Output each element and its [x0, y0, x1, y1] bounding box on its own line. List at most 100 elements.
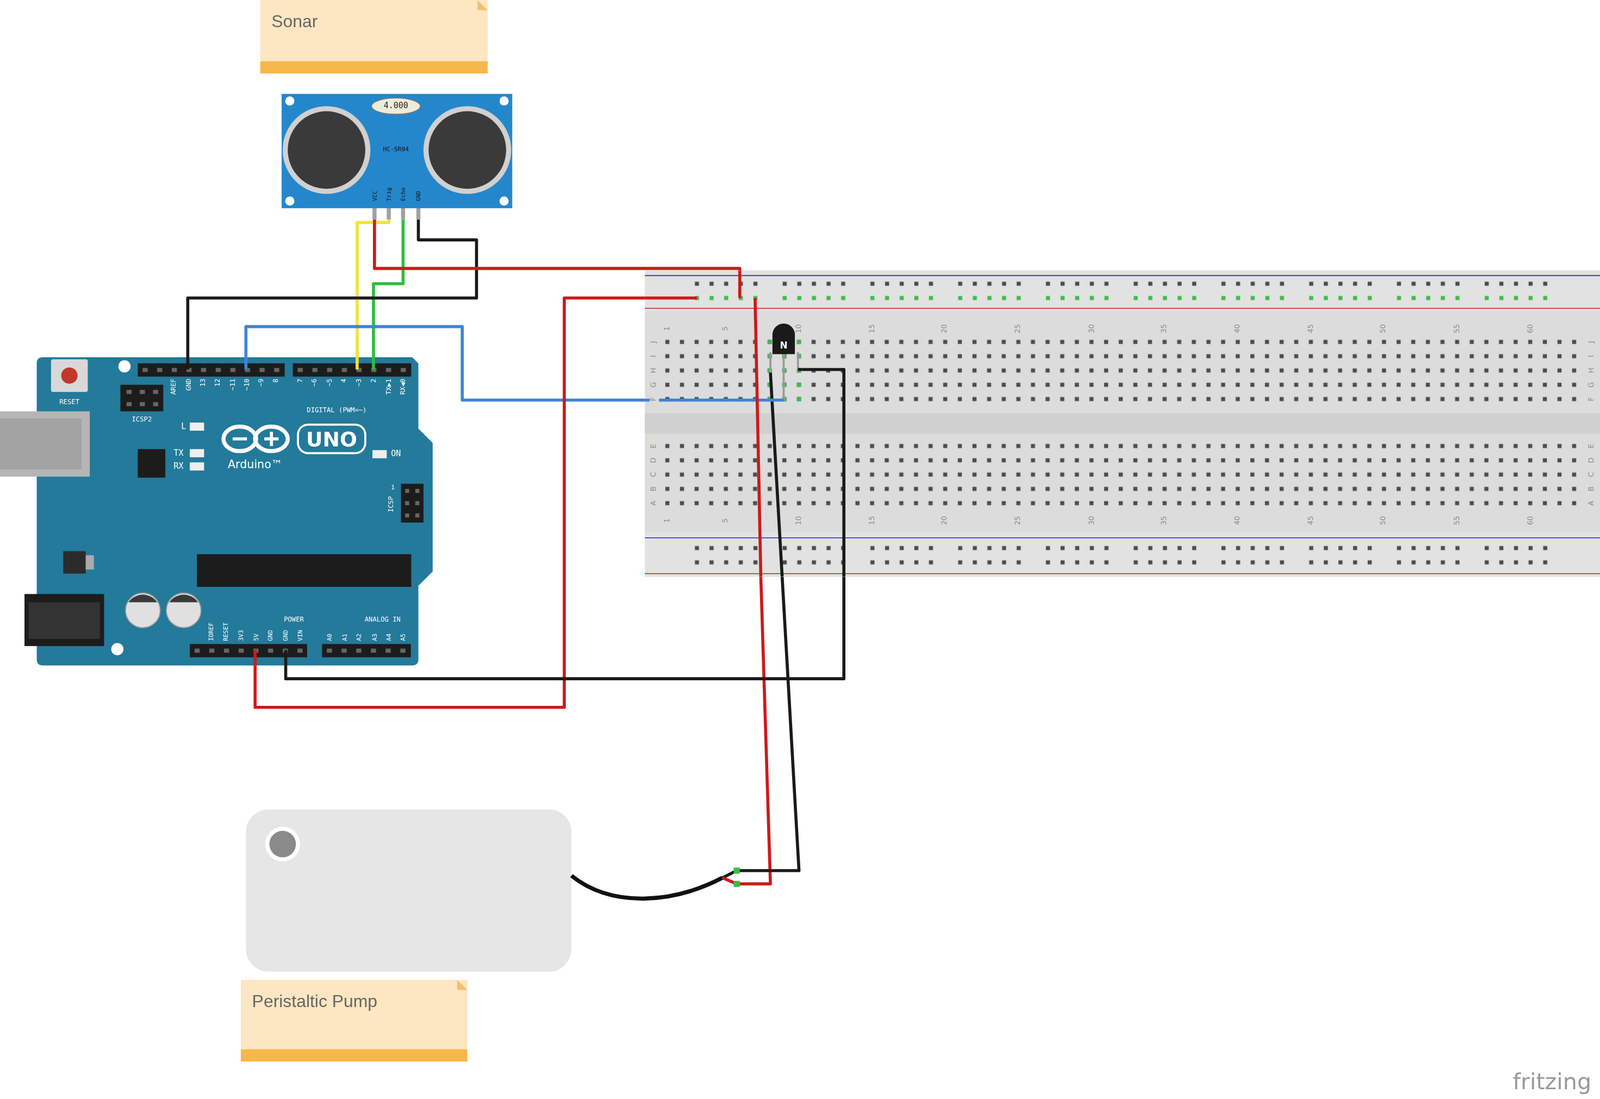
- usb-port: [0, 411, 90, 477]
- row-letter: I: [1587, 353, 1597, 359]
- power-jack: [24, 593, 104, 646]
- note-shape: [457, 979, 468, 991]
- led: [372, 450, 387, 459]
- transducer: [282, 106, 512, 194]
- breadboard-body: [644, 275, 1600, 277]
- board-label: ICSP: [386, 496, 395, 513]
- board-label: L: [181, 421, 186, 432]
- board-brand: Arduino™: [227, 458, 283, 472]
- pump-wire: [733, 867, 740, 874]
- board-label: ANALOG IN: [364, 615, 401, 624]
- row-letter: H: [649, 366, 659, 375]
- mounting-hole: [111, 642, 124, 656]
- wire-end: [738, 270, 742, 298]
- breadboard-body: [644, 307, 1600, 309]
- pin-label: TX▶1: [384, 378, 394, 395]
- reset-button: [51, 359, 89, 392]
- pin-header: [189, 643, 308, 657]
- chip: [63, 551, 86, 574]
- pin-label: 8: [271, 378, 280, 383]
- column-number: 1: [663, 326, 672, 331]
- icsp-header: [405, 488, 410, 494]
- icsp-header: [401, 483, 424, 523]
- note-text: Peristaltic Pump: [252, 992, 378, 1012]
- icsp-header: [415, 513, 420, 518]
- wire: [373, 219, 403, 358]
- board-label: RX: [173, 461, 184, 472]
- pin-label: 2: [369, 378, 378, 383]
- column-number: 20: [941, 515, 950, 526]
- pin-label: VIN: [296, 629, 304, 641]
- led: [189, 449, 204, 458]
- reset-button: [51, 359, 89, 392]
- breadboard: 1510152025303540455055601510152025303540…: [644, 270, 1600, 577]
- row-letter: C: [649, 470, 659, 478]
- breadboard-art: [644, 270, 1600, 577]
- reset-button: [61, 367, 78, 384]
- note-shape: [240, 979, 468, 1050]
- pin-label: 12: [213, 378, 222, 387]
- pin-label: Trig: [385, 187, 393, 202]
- module-body: [499, 96, 509, 106]
- pin-header: [293, 363, 412, 377]
- capacitor: [128, 594, 158, 603]
- led: [189, 422, 204, 431]
- pin-label: A5: [399, 633, 407, 641]
- microcontroller-board: RESETICSP2AREFGND1312~11~10~987~6~54~32T…: [0, 357, 433, 666]
- transducer: [428, 111, 507, 190]
- breadboard-hole: [660, 276, 1582, 570]
- pump-body: [265, 826, 301, 862]
- module-body: [499, 196, 509, 206]
- transistor-leg: [767, 398, 784, 402]
- module-body: [285, 96, 295, 106]
- note-text: Sonar: [271, 13, 318, 33]
- column-number: 30: [1087, 324, 1097, 334]
- column-number: 15: [867, 515, 877, 526]
- pin-header: [321, 643, 411, 657]
- column-number: 60: [1526, 324, 1535, 334]
- column-number: 45: [1306, 515, 1316, 526]
- chip: [196, 553, 412, 587]
- sensor-module-art: [281, 94, 513, 220]
- arduino-logo: [223, 426, 257, 452]
- pump-wire: [733, 880, 740, 887]
- row-letter: E: [1587, 442, 1597, 450]
- wire-end: [644, 296, 697, 300]
- column-number: 25: [1013, 515, 1023, 526]
- icsp-header: [139, 389, 145, 395]
- note-box: Peristaltic Pump: [240, 979, 468, 1062]
- module-body: [285, 196, 295, 206]
- row-letter: E: [649, 442, 659, 450]
- pin-label: 13: [198, 378, 208, 387]
- note-shape: [260, 0, 489, 62]
- wire-end: [644, 398, 768, 402]
- transistor-body: [772, 323, 795, 354]
- module-body: [281, 94, 513, 209]
- note-shape: [477, 0, 488, 11]
- transducer: [282, 106, 371, 194]
- note-shape: [240, 1048, 468, 1062]
- column-number: 30: [1087, 515, 1097, 526]
- note-shape: [260, 61, 489, 74]
- transducer: [423, 106, 512, 194]
- board-label: TX: [173, 447, 184, 458]
- pin-label: 5V: [252, 633, 260, 641]
- wire-end: [253, 650, 257, 666]
- pump-cable: [571, 870, 737, 899]
- icsp-header: [120, 384, 164, 412]
- chip: [137, 449, 166, 478]
- row-letter: F: [1587, 395, 1597, 402]
- module-label: 4.000: [383, 101, 409, 111]
- usb-port: [0, 411, 90, 477]
- pin-label: A2: [355, 633, 364, 641]
- wire-end: [770, 372, 783, 577]
- pin-label: IOREF: [207, 622, 215, 641]
- breadboard-body: [644, 270, 1600, 311]
- mounting-hole: [111, 360, 132, 656]
- pin-label: Echo: [399, 187, 407, 202]
- row-letter: D: [649, 456, 659, 465]
- column-number: 35: [1160, 515, 1169, 526]
- transistor-leg: [767, 352, 802, 401]
